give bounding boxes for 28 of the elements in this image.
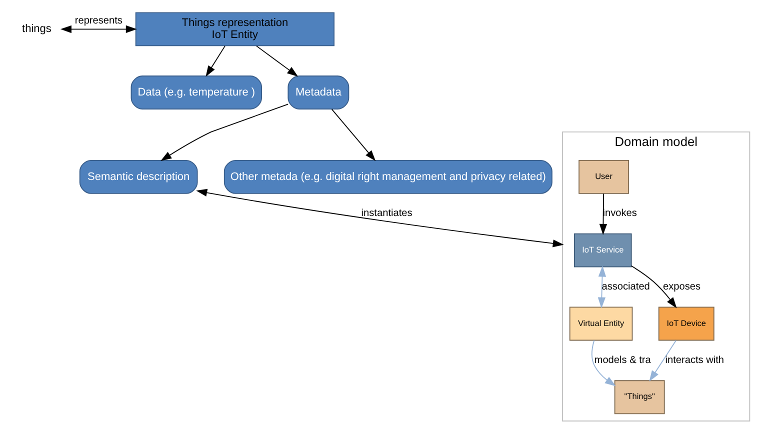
arrow bbox=[598, 265, 606, 308]
node-box: Virtual Entity bbox=[569, 306, 633, 340]
arrow bbox=[206, 44, 226, 76]
arrow bbox=[256, 44, 298, 76]
node-box: IoT Service bbox=[574, 232, 632, 267]
node-box: Semantic description bbox=[79, 159, 198, 194]
node-box: User bbox=[578, 159, 630, 194]
arrow bbox=[630, 264, 677, 308]
arrow bbox=[196, 188, 564, 247]
arrow bbox=[599, 192, 608, 234]
edge-label: represents bbox=[74, 15, 122, 26]
node-box: Data (e.g. temperature ) bbox=[130, 75, 262, 109]
node-text: things bbox=[22, 22, 52, 35]
edge-label: instantiates bbox=[361, 208, 412, 219]
node-box: Other metada (e.g. digital right management and privacy related) bbox=[224, 159, 552, 194]
edge-label: associated bbox=[602, 281, 650, 292]
arrow bbox=[649, 340, 676, 382]
arrow bbox=[591, 339, 616, 386]
edge-label: exposes bbox=[663, 281, 701, 292]
node-box: IoT Device bbox=[658, 306, 714, 340]
node-box: Metadata bbox=[288, 75, 350, 109]
arrow bbox=[160, 103, 289, 161]
arrow bbox=[331, 108, 376, 161]
node-box: "Things" bbox=[614, 380, 665, 414]
edge-label: models & tra bbox=[594, 354, 651, 366]
edge-label: interacts with bbox=[665, 354, 724, 366]
node-box: Things representation IoT Entity bbox=[135, 12, 334, 46]
arrow bbox=[60, 24, 137, 33]
